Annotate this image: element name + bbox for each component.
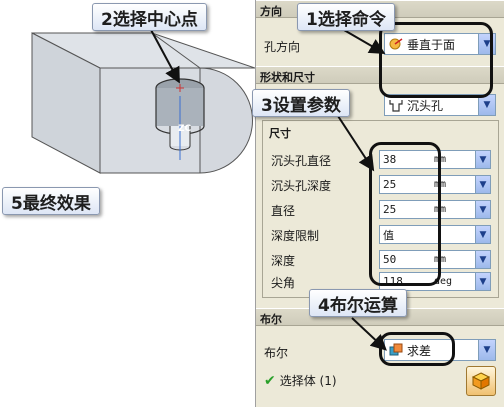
section-header-direction[interactable]: 方向 xyxy=(256,0,504,18)
normal-direction-icon xyxy=(389,38,403,50)
chevron-down-icon[interactable]: ▼ xyxy=(475,251,490,268)
select-body-label: 选择体 (1) xyxy=(279,374,337,388)
subtract-icon xyxy=(389,343,403,356)
hole-dialog-panel: 方向 孔方向 垂直于面 ▼ 形状和尺寸 沉头孔 ▼ 尺寸 沉头孔直径 38 mm… xyxy=(255,0,504,407)
counterbore-icon xyxy=(389,100,403,112)
dimensions-title: 尺寸 xyxy=(269,127,291,140)
boolean-dropdown[interactable]: 求差 ▼ xyxy=(384,339,496,361)
tip-angle-field[interactable]: 118 deg ▼ xyxy=(379,272,491,291)
select-body-button[interactable] xyxy=(466,366,496,396)
field-unit: mm xyxy=(434,254,447,265)
graphics-view[interactable]: ZC xyxy=(0,0,255,407)
field-value: 25 xyxy=(383,203,397,216)
section-header-shape[interactable]: 形状和尺寸 xyxy=(256,66,504,84)
counterbore-depth-field[interactable]: 25 mm ▼ xyxy=(379,175,491,194)
field-unit: mm xyxy=(434,154,447,165)
tip-angle-label: 尖角 xyxy=(271,276,296,290)
chevron-down-icon[interactable]: ▼ xyxy=(478,95,495,115)
diameter-label: 直径 xyxy=(271,204,296,218)
hole-direction-value: 垂直于面 xyxy=(407,37,456,52)
chevron-down-icon[interactable]: ▼ xyxy=(475,151,490,168)
dimensions-group: 尺寸 沉头孔直径 38 mm ▼ 沉头孔深度 25 mm ▼ 直径 25 mm … xyxy=(262,120,499,298)
chevron-down-icon[interactable]: ▼ xyxy=(478,340,495,360)
field-value: 50 xyxy=(383,253,397,266)
field-unit: mm xyxy=(434,204,447,215)
boolean-value: 求差 xyxy=(407,343,432,358)
hole-direction-label: 孔方向 xyxy=(264,40,301,54)
field-value: 值 xyxy=(383,228,394,242)
section-header-boolean[interactable]: 布尔 xyxy=(256,308,504,326)
hole-form-value: 沉头孔 xyxy=(407,98,444,113)
field-value: 38 xyxy=(383,153,397,166)
counterbore-diameter-field[interactable]: 38 mm ▼ xyxy=(379,150,491,169)
chevron-down-icon[interactable]: ▼ xyxy=(475,226,490,243)
chevron-down-icon[interactable]: ▼ xyxy=(475,273,490,290)
section-title-shape: 形状和尺寸 xyxy=(260,71,315,84)
diameter-field[interactable]: 25 mm ▼ xyxy=(379,200,491,219)
counterbore-depth-label: 沉头孔深度 xyxy=(271,179,332,193)
depth-limit-label: 深度限制 xyxy=(271,229,320,243)
part-model xyxy=(31,32,255,174)
select-body-row[interactable]: ✔ 选择体 (1) xyxy=(264,372,337,389)
field-value: 118 xyxy=(383,275,403,288)
check-icon: ✔ xyxy=(264,372,276,389)
cube-icon xyxy=(471,372,491,390)
field-value: 25 xyxy=(383,178,397,191)
section-title-direction: 方向 xyxy=(260,5,282,18)
depth-field[interactable]: 50 mm ▼ xyxy=(379,250,491,269)
counterbore-diameter-label: 沉头孔直径 xyxy=(271,154,332,168)
section-title-boolean: 布尔 xyxy=(260,313,282,326)
hole-direction-dropdown[interactable]: 垂直于面 ▼ xyxy=(384,33,496,55)
chevron-down-icon[interactable]: ▼ xyxy=(475,176,490,193)
chevron-down-icon[interactable]: ▼ xyxy=(475,201,490,218)
hole-form-dropdown[interactable]: 沉头孔 ▼ xyxy=(384,94,496,116)
field-unit: deg xyxy=(434,276,453,287)
axis-label-zc: ZC xyxy=(178,124,192,134)
boolean-label: 布尔 xyxy=(264,346,289,360)
depth-label: 深度 xyxy=(271,254,296,268)
field-unit: mm xyxy=(434,179,447,190)
chevron-down-icon[interactable]: ▼ xyxy=(478,34,495,54)
depth-limit-dropdown[interactable]: 值 ▼ xyxy=(379,225,491,244)
